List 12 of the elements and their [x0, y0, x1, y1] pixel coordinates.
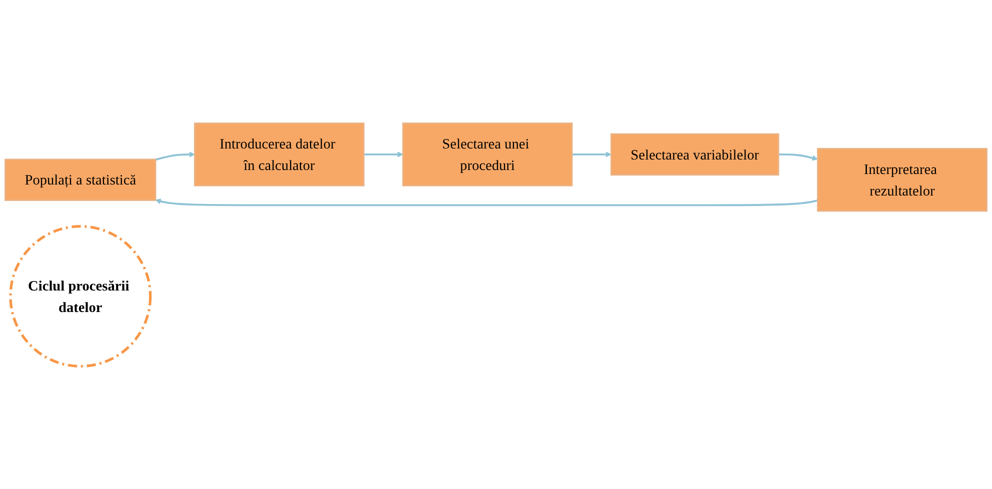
arrow: [778, 153, 818, 161]
node-box: [610, 133, 780, 176]
node-box: [4, 158, 156, 201]
arrow: [572, 151, 612, 158]
arrow: [155, 198, 818, 206]
node-box: [816, 148, 988, 212]
arrow: [364, 151, 404, 158]
node-box: [402, 122, 573, 186]
node-box: [194, 122, 364, 186]
cycle-diagram: Populați a statistică Interpretarea rezultatelor Introducerea datelor în calculator Ciclul procesării datelor Selectarea variabilelor Selectarea unei proceduri: [0, 118, 992, 372]
arrow: [155, 151, 195, 160]
node-circle: [9, 224, 152, 368]
